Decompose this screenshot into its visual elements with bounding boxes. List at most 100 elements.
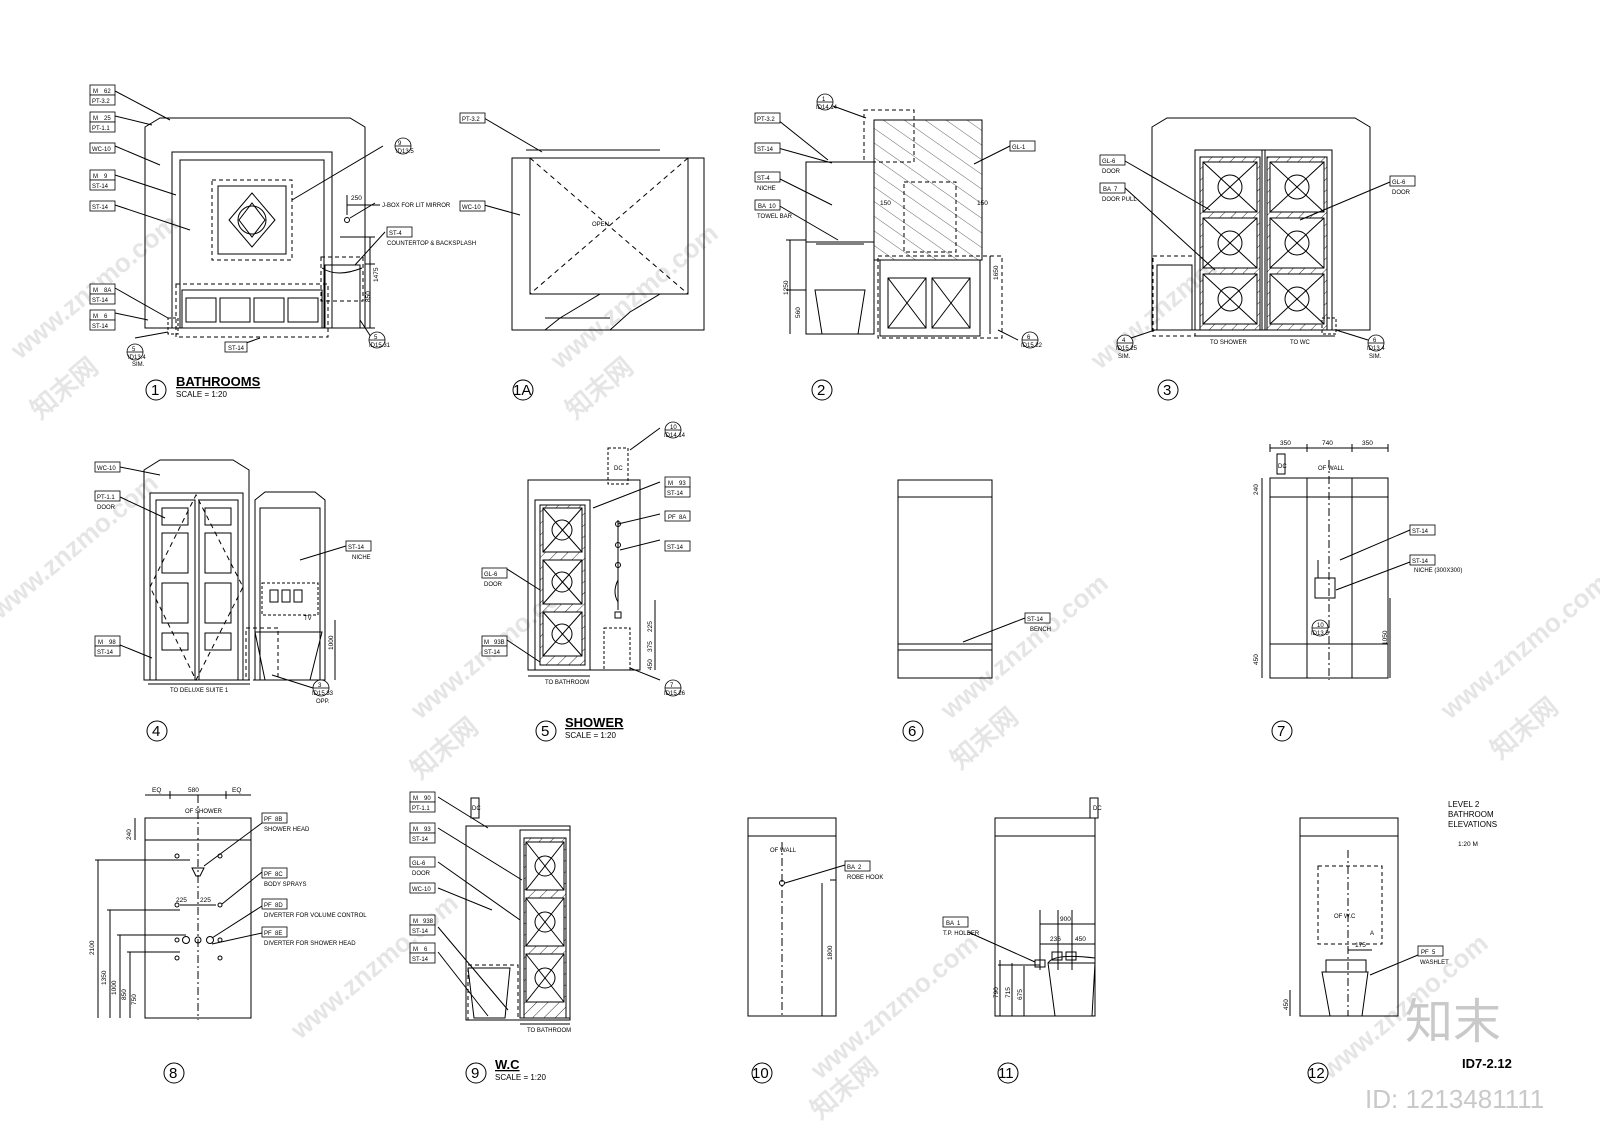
- svg-text:SIM.: SIM.: [132, 362, 145, 368]
- svg-text:DIVERTER FOR VOLUME CONTROL: DIVERTER FOR VOLUME CONTROL: [264, 913, 367, 919]
- svg-text:ST-4: ST-4: [757, 176, 770, 182]
- svg-text:ST-14: ST-14: [667, 545, 684, 551]
- svg-text:M: M: [93, 116, 98, 122]
- svg-text:M: M: [93, 288, 98, 294]
- svg-text:DC: DC: [472, 806, 481, 812]
- svg-text:8A: 8A: [679, 515, 686, 521]
- svg-text:2: 2: [858, 865, 862, 871]
- svg-text:ID13.4: ID13.4: [1367, 346, 1385, 352]
- svg-text:DOOR: DOOR: [412, 871, 431, 877]
- svg-text:GL-6: GL-6: [1102, 159, 1116, 165]
- svg-text:ID13.5: ID13.5: [396, 149, 414, 155]
- svg-text:ST-14: ST-14: [348, 545, 365, 551]
- svg-text:ID14.14: ID14.14: [816, 105, 838, 111]
- svg-text:8E: 8E: [275, 931, 282, 937]
- svg-text:OPP.: OPP.: [316, 699, 330, 705]
- svg-text:8A: 8A: [104, 288, 111, 294]
- svg-text:240: 240: [126, 829, 133, 840]
- svg-text:ST-14: ST-14: [92, 184, 109, 190]
- svg-text:NICHE (300X300): NICHE (300X300): [1414, 568, 1462, 574]
- svg-text:M: M: [413, 919, 418, 925]
- svg-text:BODY SPRAYS: BODY SPRAYS: [264, 882, 306, 888]
- svg-text:ST-14: ST-14: [92, 205, 109, 211]
- svg-text:M: M: [413, 827, 418, 833]
- svg-text:PF: PF: [264, 817, 272, 823]
- svg-text:ST-14: ST-14: [484, 650, 501, 656]
- elevation-10: [747, 817, 846, 1017]
- svg-text:DOOR: DOOR: [1392, 190, 1411, 196]
- svg-text:93: 93: [424, 827, 431, 833]
- svg-text:ID15.31: ID15.31: [369, 343, 391, 349]
- svg-text:98: 98: [109, 640, 116, 646]
- svg-text:8D: 8D: [275, 903, 283, 909]
- svg-text:8B: 8B: [275, 817, 282, 823]
- elevation-7: [1261, 444, 1411, 680]
- elevation-1A: [483, 117, 705, 331]
- svg-text:DOOR: DOOR: [97, 505, 116, 511]
- svg-text:PF: PF: [1421, 950, 1429, 956]
- svg-text:DIVERTER FOR SHOWER HEAD: DIVERTER FOR SHOWER HEAD: [264, 941, 356, 947]
- svg-text:PF: PF: [668, 515, 676, 521]
- svg-text:750: 750: [131, 994, 138, 1005]
- svg-text:250: 250: [351, 195, 362, 202]
- svg-text:GL-6: GL-6: [1392, 180, 1406, 186]
- svg-text:M: M: [93, 314, 98, 320]
- svg-text:A: A: [1370, 931, 1374, 937]
- svg-text:WC-10: WC-10: [97, 466, 116, 472]
- svg-text:350: 350: [1362, 440, 1373, 447]
- svg-text:150: 150: [977, 200, 988, 207]
- svg-text:1: 1: [822, 97, 826, 103]
- sheet-title-line: ELEVATIONS: [1448, 820, 1497, 829]
- svg-text:PT-3.2: PT-3.2: [757, 117, 775, 123]
- watermark-site: www.znzmo.com: [934, 568, 1114, 726]
- svg-text:OF W.C: OF W.C: [1334, 914, 1356, 920]
- svg-text:ID15.33: ID15.33: [312, 691, 334, 697]
- svg-text:175: 175: [1355, 942, 1366, 949]
- elevation-9: [437, 796, 571, 1025]
- svg-text:DOOR PULL: DOOR PULL: [1102, 197, 1137, 203]
- svg-text:M: M: [484, 640, 489, 646]
- svg-text:OF WALL: OF WALL: [770, 848, 797, 854]
- svg-text:OPEN: OPEN: [592, 222, 609, 228]
- elevation-5: [506, 427, 661, 681]
- svg-text:TO SHOWER: TO SHOWER: [1210, 340, 1248, 346]
- svg-text:560: 560: [795, 307, 802, 318]
- svg-text:225: 225: [200, 897, 211, 904]
- svg-text:7: 7: [670, 683, 674, 689]
- svg-text:6: 6: [424, 947, 428, 953]
- svg-text:ST-14: ST-14: [667, 491, 684, 497]
- svg-text:580: 580: [188, 787, 199, 794]
- svg-text:M: M: [668, 481, 673, 487]
- view-scale: SCALE = 1:20: [495, 1073, 546, 1082]
- svg-text:ST-14: ST-14: [228, 346, 245, 352]
- watermark-id: ID: 1213481111: [1365, 1084, 1544, 1114]
- view-number: 11: [998, 1065, 1014, 1082]
- svg-text:1: 1: [957, 921, 961, 927]
- svg-text:10: 10: [1317, 623, 1324, 629]
- view-number: 4: [152, 723, 160, 740]
- svg-text:PT-1.1: PT-1.1: [412, 806, 430, 812]
- svg-text:SHOWER HEAD: SHOWER HEAD: [264, 827, 310, 833]
- sheet-title-line: LEVEL 2: [1448, 800, 1480, 809]
- view-number: 6: [908, 723, 916, 740]
- svg-text:BA: BA: [1103, 187, 1111, 193]
- svg-text:850: 850: [365, 291, 372, 302]
- sheet-title-line: BATHROOM: [1448, 810, 1494, 819]
- svg-text:SIM.: SIM.: [1369, 354, 1382, 360]
- svg-text:93B: 93B: [494, 640, 505, 646]
- svg-text:PT-1.1: PT-1.1: [97, 495, 115, 501]
- svg-text:PF: PF: [264, 903, 272, 909]
- svg-text:DC: DC: [1093, 806, 1102, 812]
- view-scale: SCALE = 1:20: [565, 731, 616, 740]
- svg-text:SIM.: SIM.: [1118, 354, 1131, 360]
- svg-text:PF: PF: [264, 872, 272, 878]
- elevation-6: [897, 479, 1026, 679]
- svg-text:M: M: [413, 796, 418, 802]
- view-title: W.C: [495, 1057, 520, 1072]
- svg-text:ST-14: ST-14: [92, 324, 109, 330]
- svg-text:ID14.14: ID14.14: [664, 433, 686, 439]
- watermark-brand: 知末网: [1485, 691, 1564, 764]
- svg-text:M: M: [93, 89, 98, 95]
- svg-text:1050: 1050: [1382, 630, 1389, 645]
